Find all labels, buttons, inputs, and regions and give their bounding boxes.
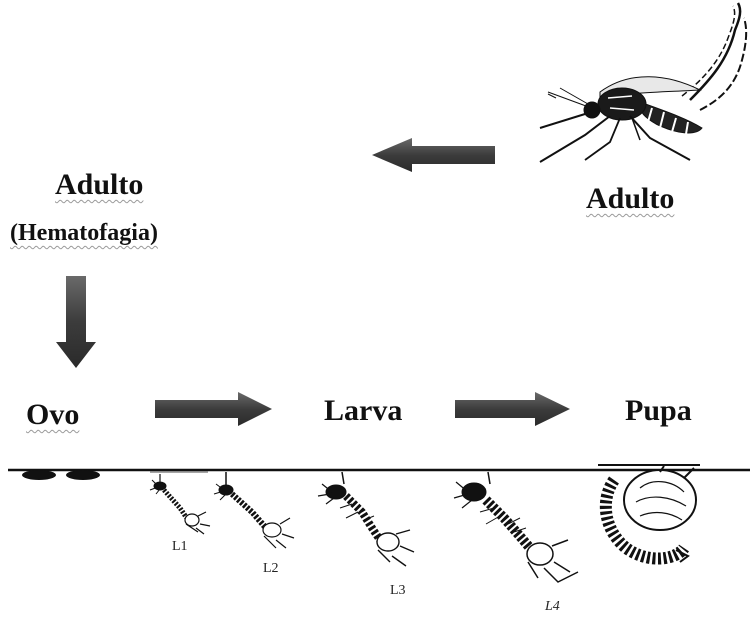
egg-icon — [22, 470, 100, 480]
stage-label-larva: Larva — [324, 394, 402, 428]
instar-label-l2: L2 — [263, 561, 279, 577]
arrow-icon-egg-to-larva — [155, 392, 272, 426]
larva-icon-l1 — [150, 472, 210, 534]
stage-label-egg: Ovo — [26, 398, 79, 432]
instar-label-l3: L3 — [390, 583, 406, 599]
stage-label-pupa: Pupa — [625, 394, 692, 428]
stage-label-hematophagy: (Hematofagia) — [10, 220, 158, 247]
pupa-icon — [606, 466, 696, 562]
stage-label-adult-left: Adulto — [55, 168, 143, 202]
instar-label-l1: L1 — [172, 539, 188, 555]
instar-label-l4: L4 — [545, 599, 560, 615]
larva-icon-l2 — [214, 472, 294, 548]
arrow-icon-larva-to-pupa — [455, 392, 570, 426]
stage-label-adult-top: Adulto — [586, 182, 674, 216]
arrow-icon-adult-to-adult — [372, 138, 495, 172]
mosquito-icon — [540, 3, 746, 162]
arrow-icon-adult-to-egg — [56, 276, 96, 368]
larva-icon-l4 — [454, 472, 578, 582]
larva-icon-l3 — [318, 472, 414, 566]
